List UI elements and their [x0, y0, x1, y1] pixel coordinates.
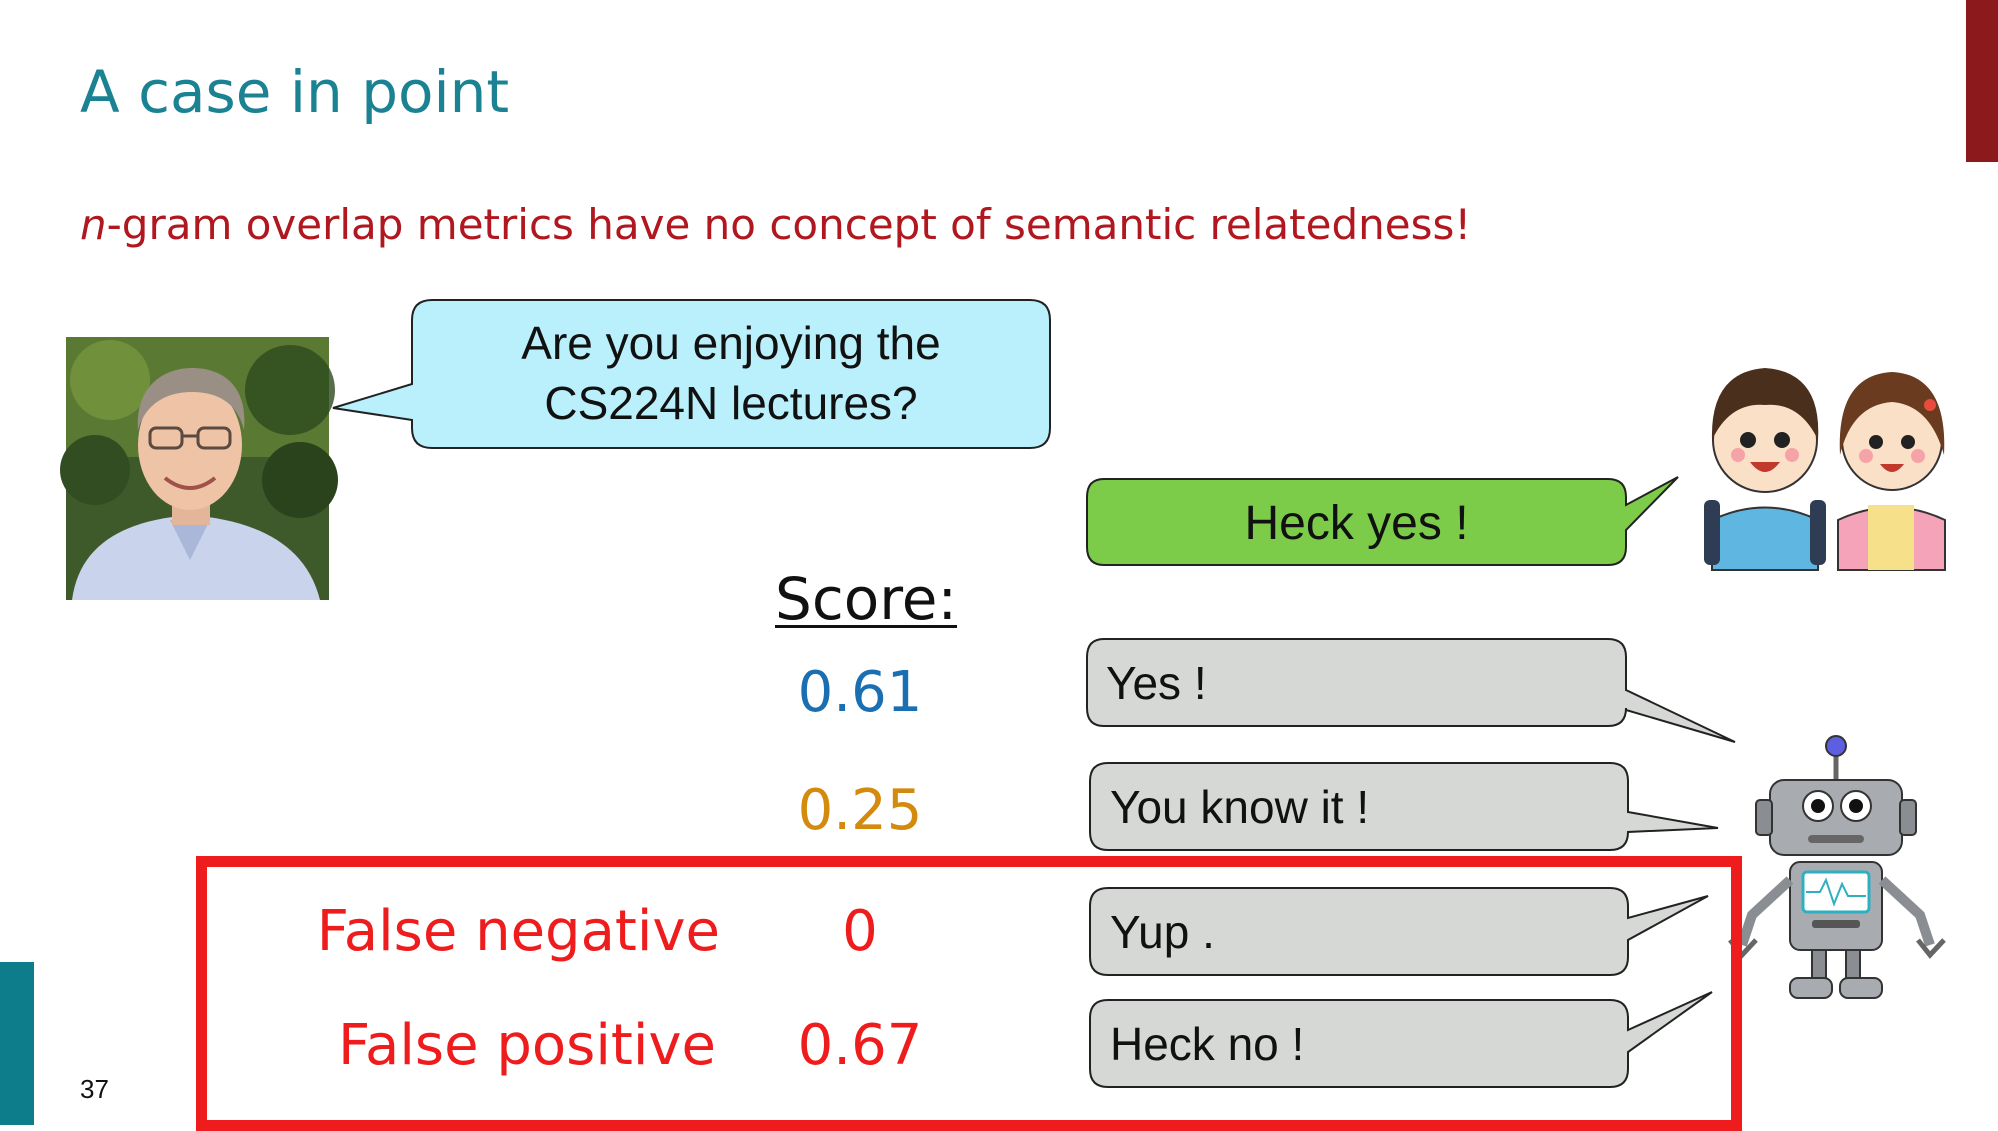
slide-title: A case in point — [80, 58, 510, 126]
slide-subtitle: n-gram overlap metrics have no concept o… — [80, 200, 1471, 249]
candidate-bubble-2 — [1089, 762, 1719, 851]
question-line-2: CS224N lectures? — [544, 377, 918, 429]
subtitle-text: -gram overlap metrics have no concept of… — [106, 200, 1472, 249]
question-bubble — [332, 299, 1051, 449]
false-negative-label: False negative — [316, 899, 720, 964]
score-3: 0 — [842, 899, 878, 964]
candidate-text-4: Heck no ! — [1110, 1018, 1305, 1070]
candidate-text-1: Yes ! — [1106, 657, 1207, 709]
candidate-text-3: Yup . — [1110, 906, 1215, 958]
top-accent-bar — [1966, 0, 1998, 162]
candidate-bubble-4 — [1089, 991, 1713, 1088]
robot-illustration — [1728, 735, 1946, 999]
score-1: 0.61 — [797, 660, 923, 725]
page-number: 37 — [80, 1074, 109, 1104]
candidate-text-2: You know it ! — [1110, 781, 1370, 833]
professor-photo — [60, 337, 338, 600]
candidate-bubble-3 — [1089, 887, 1709, 976]
false-positive-label: False positive — [337, 1013, 716, 1078]
score-4: 0.67 — [797, 1013, 923, 1078]
score-heading: Score: — [775, 565, 957, 633]
question-line-1: Are you enjoying the — [521, 317, 941, 369]
false-result-highlight-box — [196, 856, 1742, 1131]
reference-answer: Heck yes ! — [1244, 497, 1469, 550]
reference-bubble — [1086, 476, 1679, 566]
score-2: 0.25 — [797, 778, 923, 843]
kids-illustration — [1704, 368, 1946, 571]
subtitle-italic-n: n — [80, 200, 107, 249]
candidate-bubble-1 — [1086, 638, 1736, 743]
side-accent-bar — [0, 962, 34, 1125]
